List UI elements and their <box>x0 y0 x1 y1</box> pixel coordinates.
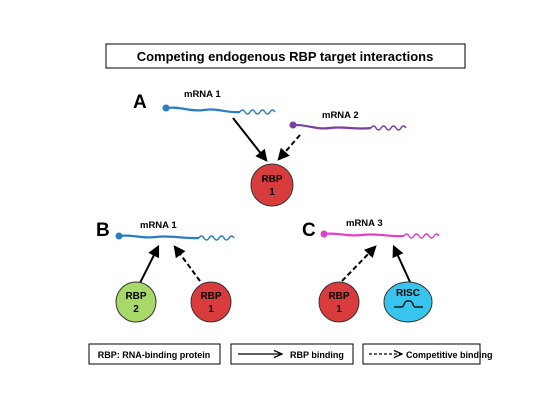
mrna1-label-b: mRNA 1 <box>140 220 177 231</box>
risc-label-c: RISC <box>396 288 420 299</box>
competitive-arrow-c <box>341 245 377 282</box>
mrna1-strand-b <box>115 232 235 241</box>
legend-rbp-binding-box <box>230 343 354 365</box>
rbp1-node-c <box>318 281 360 323</box>
binding-arrow-c <box>392 244 411 283</box>
mrna3-label-c: mRNA 3 <box>346 218 383 229</box>
competitive-arrow-a <box>277 134 301 161</box>
mrna2-strand-a <box>289 121 407 131</box>
rbp1-label-b-line2: 1 <box>208 304 214 315</box>
rbp1-label-c-line1: RBP <box>328 291 349 302</box>
mrna3-strand-c <box>320 230 440 239</box>
legend-rbp-definition-box <box>88 343 221 365</box>
diagram-title: Competing endogenous RBP target interact… <box>137 49 434 64</box>
title-box <box>105 43 466 69</box>
mrna1-strand-a <box>162 104 276 115</box>
binding-arrow-b <box>139 244 160 284</box>
binding-arrow-a <box>232 117 268 162</box>
mrna1-label-a: mRNA 1 <box>184 89 221 100</box>
rbp1-label-b-line1: RBP <box>200 291 221 302</box>
rbp1-label-a-line2: 1 <box>269 187 275 198</box>
legend-competitive-binding: Competitive binding <box>406 350 493 360</box>
mrna2-label-a: mRNA 2 <box>322 110 359 121</box>
panel-c-letter: C <box>302 220 316 241</box>
rbp1-label-a-line1: RBP <box>261 174 282 185</box>
legend-rbp-definition: RBP: RNA-binding protein <box>98 350 210 360</box>
legend-competitive-box <box>362 343 481 365</box>
rbp1-node-a <box>250 163 294 207</box>
rbp1-label-c-line2: 1 <box>336 304 342 315</box>
legend-rbp-binding: RBP binding <box>290 350 344 360</box>
rbp1-node-b <box>190 281 232 323</box>
rbp2-label-b-line2: 2 <box>133 304 139 315</box>
panel-a-letter: A <box>133 92 147 113</box>
rbp2-label-b-line1: RBP <box>125 291 146 302</box>
risc-binding-site-icon <box>394 300 423 308</box>
panel-b-letter: B <box>96 220 110 241</box>
risc-node-c <box>383 281 433 323</box>
competitive-arrow-b <box>173 245 201 282</box>
rbp2-node-b <box>115 281 157 323</box>
